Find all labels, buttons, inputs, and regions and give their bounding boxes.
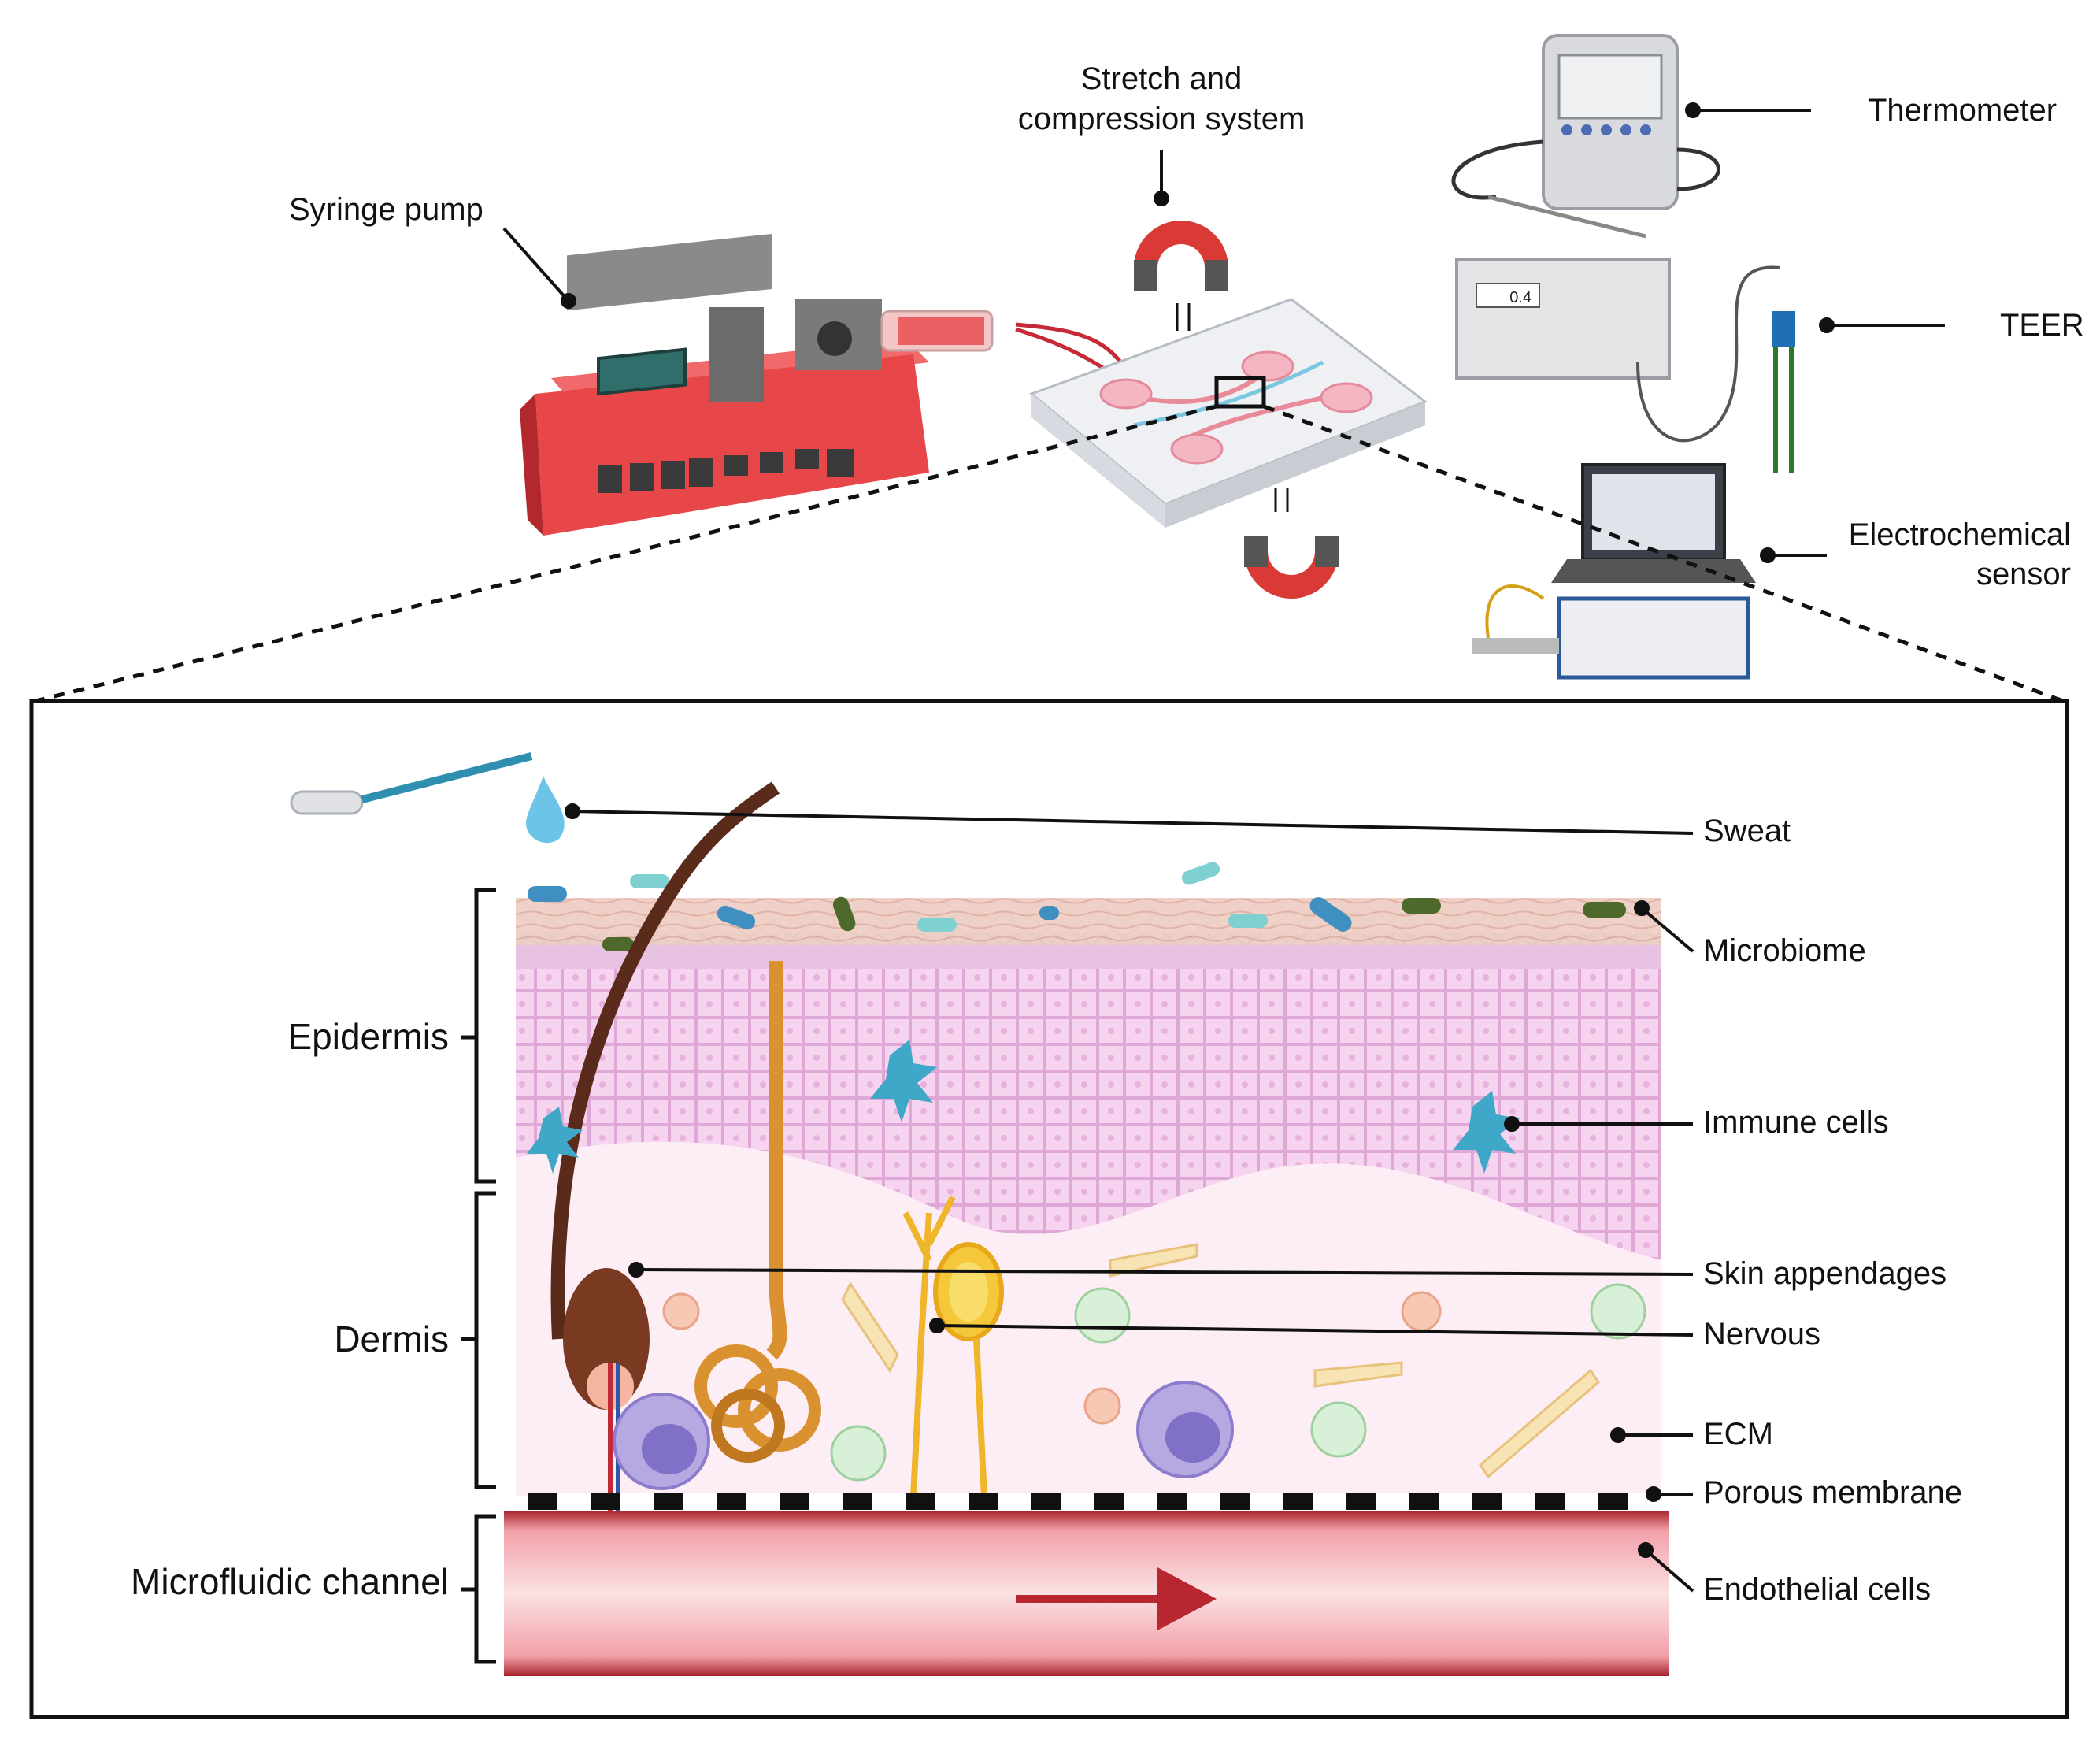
ecm-label: ECM [1703, 1417, 1773, 1452]
nervous-label: Nervous [1703, 1317, 1820, 1352]
porous-membrane-label: Porous membrane [1703, 1475, 1963, 1510]
motion-arrows [1176, 303, 1289, 512]
microbiome-bacteria [528, 862, 1626, 951]
microfluidic-channel-label: Microfluidic channel [131, 1561, 449, 1602]
endothelial-cells-label: Endothelial cells [1703, 1572, 1931, 1607]
sweat-gland [694, 961, 821, 1463]
dermis-label: Dermis [334, 1318, 449, 1359]
skin-appendages-label: Skin appendages [1703, 1256, 1947, 1291]
microbiome-label: Microbiome [1703, 933, 1866, 968]
top-pointer-lines [502, 102, 1945, 563]
magnet-bottom [1244, 536, 1339, 599]
syringe-pump-label: Syringe pump [289, 192, 483, 227]
stretch-label-line1: Stretch and [1080, 61, 1243, 96]
electrochemical-label-line1: Electrochemical [1848, 517, 2071, 552]
porous-membrane [528, 1493, 1646, 1510]
microfluidic-chip-illustration [1029, 298, 1428, 528]
immune-cells-label: Immune cells [1703, 1105, 1889, 1140]
nerve-fiber [902, 1196, 1004, 1497]
microfluidic-channel [504, 1511, 1669, 1676]
magnet-top [1134, 221, 1228, 291]
sweat-label: Sweat [1703, 814, 1791, 848]
stratum-corneum-band [516, 898, 1661, 945]
electrochemical-label-line2: sensor [1976, 557, 2071, 592]
meter-display: 0.4 [1509, 289, 1531, 306]
immune-cells [527, 1040, 1520, 1174]
flow-arrow [1016, 1567, 1217, 1630]
electrochemical-sensor-illustration [1472, 463, 1756, 680]
thermometer-label: Thermometer [1868, 93, 2057, 128]
syringe-pump-illustration [520, 233, 994, 536]
sweat-swab [290, 752, 565, 844]
teer-meter-illustration: 0.4 [1455, 258, 1795, 473]
thermometer-illustration [1451, 34, 1720, 239]
skin-pointer-lines [565, 803, 1694, 1593]
teer-label: TEER [2000, 308, 2084, 343]
epidermis-label: Epidermis [287, 1016, 449, 1057]
layer-brackets [461, 888, 496, 1664]
stretch-label-line2: compression system [1017, 102, 1306, 136]
